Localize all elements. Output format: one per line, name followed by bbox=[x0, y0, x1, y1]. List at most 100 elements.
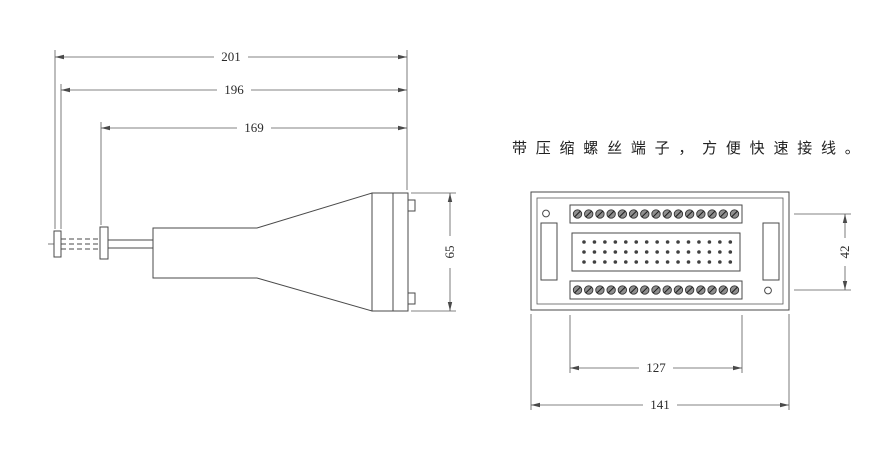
pin-dot bbox=[718, 260, 722, 264]
screw-slot bbox=[731, 210, 738, 218]
dim-overall-width: 141 bbox=[530, 314, 790, 412]
pin-dot bbox=[707, 250, 712, 254]
side-view: 201 196 169 65 bbox=[48, 49, 458, 312]
screw-slot bbox=[697, 210, 705, 218]
pin-dot bbox=[613, 250, 618, 254]
screw-slot bbox=[697, 286, 705, 294]
pin-dot bbox=[624, 250, 628, 254]
screw-slot bbox=[686, 210, 693, 218]
pin-dot bbox=[697, 260, 701, 264]
dim-overall-length: 201 bbox=[54, 49, 408, 229]
screw-slot bbox=[585, 286, 593, 294]
screw-slot bbox=[663, 286, 671, 294]
screw-slot bbox=[663, 210, 671, 218]
screw-slot bbox=[675, 210, 682, 218]
arrowhead-top bbox=[842, 214, 848, 223]
screw-slot bbox=[630, 286, 637, 294]
pin-dot bbox=[697, 250, 701, 254]
pin-dot bbox=[603, 260, 607, 264]
screw-slot bbox=[607, 286, 615, 294]
dim-label-196: 196 bbox=[224, 82, 244, 97]
screw-slot bbox=[719, 210, 727, 218]
pin-dot bbox=[665, 260, 670, 264]
screw-slot bbox=[652, 210, 660, 218]
pin-dot bbox=[613, 260, 618, 264]
arrowhead-bottom bbox=[842, 281, 848, 290]
corner-screw-bottom-right bbox=[764, 286, 772, 295]
arrowhead-right bbox=[398, 87, 407, 93]
front-view-object bbox=[530, 191, 790, 311]
pin-grid bbox=[582, 240, 733, 264]
screw-slot bbox=[574, 210, 581, 218]
arrowhead-left bbox=[61, 87, 70, 93]
pin-dot bbox=[644, 260, 649, 264]
pin-dot bbox=[728, 260, 733, 264]
screw-slot bbox=[686, 286, 693, 294]
terminal-row-top bbox=[572, 209, 740, 219]
pin-dot bbox=[718, 240, 722, 244]
screw-slot bbox=[708, 286, 716, 294]
pin-dot bbox=[634, 240, 639, 244]
mounting-tab-bottom bbox=[407, 292, 416, 305]
label-mask bbox=[237, 120, 271, 135]
arrowhead-right bbox=[733, 365, 742, 371]
cable-clamp bbox=[99, 226, 109, 260]
arrowhead-right bbox=[780, 402, 789, 408]
screw-slot bbox=[719, 286, 727, 294]
label-mask bbox=[639, 360, 673, 375]
pin-dot bbox=[676, 240, 680, 244]
dim-cable-to-end: 169 bbox=[100, 120, 407, 225]
pin-dot bbox=[676, 250, 680, 254]
dim-body-length: 196 bbox=[60, 82, 407, 229]
dim-label-169: 169 bbox=[244, 120, 264, 135]
pin-dot bbox=[655, 250, 659, 254]
terminal-strip-top bbox=[569, 204, 743, 224]
label-mask bbox=[214, 49, 248, 64]
side-view-object bbox=[48, 192, 416, 312]
arrowhead-top bbox=[447, 193, 453, 202]
label-mask bbox=[643, 397, 677, 412]
screw-slot bbox=[630, 210, 637, 218]
pin-dot bbox=[644, 240, 649, 244]
screw-slot bbox=[641, 210, 649, 218]
mounting-tab-top bbox=[407, 199, 416, 212]
pin-dot bbox=[655, 260, 659, 264]
dim-label-42: 42 bbox=[837, 246, 852, 259]
pin-connector-block bbox=[571, 232, 741, 272]
label-mask bbox=[837, 238, 853, 266]
screw-slot bbox=[731, 286, 738, 294]
label-mask bbox=[217, 82, 251, 97]
pin-dot bbox=[686, 260, 691, 264]
pin-dot bbox=[582, 240, 586, 244]
pin-dot bbox=[603, 240, 607, 244]
cable-end-cap bbox=[53, 230, 62, 258]
mounting-plate bbox=[392, 192, 409, 312]
dim-label-127: 127 bbox=[646, 360, 666, 375]
terminal-strip-bottom bbox=[569, 280, 743, 300]
pin-dot bbox=[686, 250, 691, 254]
dim-label-141: 141 bbox=[650, 397, 670, 412]
pin-dot bbox=[686, 240, 691, 244]
pin-dot bbox=[676, 260, 680, 264]
side-bracket-right bbox=[762, 222, 780, 281]
arrowhead-right bbox=[398, 54, 407, 60]
dim-terminal-span: 127 bbox=[569, 315, 743, 375]
pin-dot bbox=[592, 240, 597, 244]
pin-dot bbox=[728, 250, 733, 254]
screw-slot bbox=[641, 286, 649, 294]
corner-screw-top-left bbox=[542, 209, 550, 218]
screw-slot bbox=[585, 210, 593, 218]
side-bracket-left bbox=[540, 222, 558, 281]
dim-row-spacing: 42 bbox=[794, 213, 853, 291]
pin-dot bbox=[718, 250, 722, 254]
annotation-text: 带 压 缩 螺 丝 端 子 ， 方 便 快 速 接 线 。 bbox=[512, 139, 862, 157]
terminal-row-bottom bbox=[572, 285, 740, 295]
dim-label-65: 65 bbox=[442, 246, 457, 259]
pin-dot bbox=[697, 240, 701, 244]
screw-slot bbox=[708, 210, 716, 218]
pin-dot bbox=[728, 240, 733, 244]
pin-dot bbox=[624, 260, 628, 264]
screw-slot bbox=[619, 210, 626, 218]
